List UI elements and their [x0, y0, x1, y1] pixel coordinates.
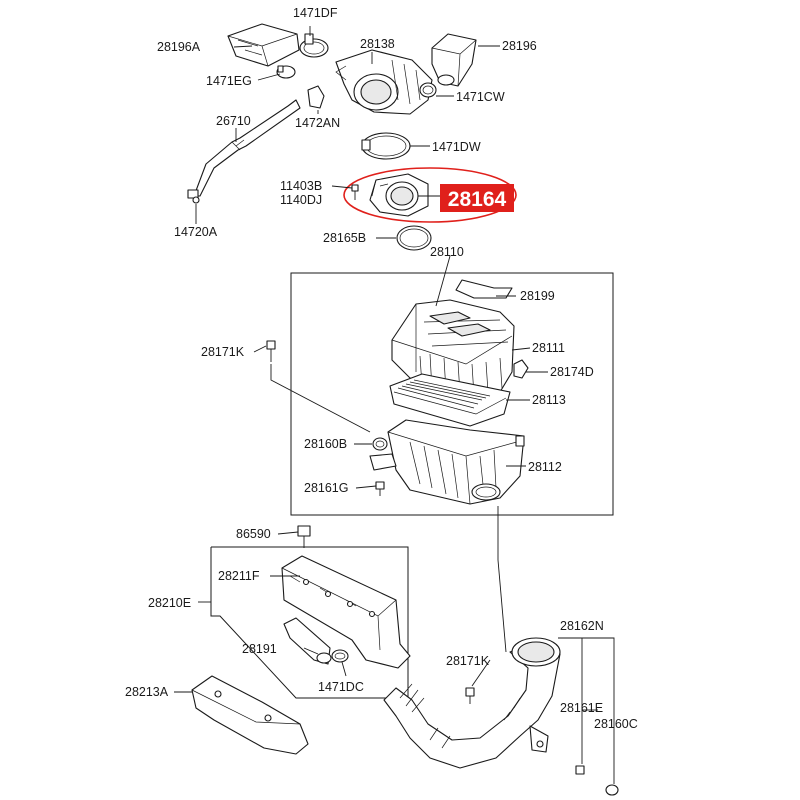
bolt-28171K-bottom[interactable] [465, 687, 475, 704]
highlight-part-number[interactable]: 28164 [448, 188, 507, 211]
highlight-badge [440, 184, 514, 212]
label-1140DJ[interactable]: 1140DJ [280, 193, 322, 207]
label-28112[interactable]: 28112 [528, 460, 562, 474]
label-28160B[interactable]: 28160B [304, 437, 347, 451]
clamp-1471DC[interactable] [331, 649, 349, 663]
intake-duct-28210E[interactable] [281, 555, 411, 669]
label-11403B[interactable]: 11403B [280, 179, 322, 193]
label-28196[interactable]: 28196 [502, 39, 537, 53]
air-cleaner-lower-case-28112[interactable] [387, 419, 525, 505]
label-14720A[interactable]: 14720A [174, 225, 218, 239]
label-1471DC[interactable]: 1471DC [318, 680, 364, 694]
label-28162N[interactable]: 28162N [560, 619, 604, 633]
label-1471EG[interactable]: 1471EG [206, 74, 252, 88]
breather-hose-26710[interactable] [187, 99, 301, 204]
label-28196A[interactable]: 28196A [157, 40, 201, 54]
air-cleaner-assembly-box [290, 272, 614, 516]
clip-86590[interactable] [297, 525, 311, 548]
intake-duct-assembly-box [210, 546, 409, 699]
air-cleaner-cover-28111[interactable] [391, 299, 515, 397]
air-intake-hose-28162N[interactable] [383, 637, 561, 769]
hose-28191[interactable] [283, 617, 332, 665]
label-plate-28199[interactable] [455, 279, 513, 299]
highlighted-part-callout[interactable]: 28164 [418, 184, 514, 212]
clamp-1471CW[interactable] [419, 82, 437, 98]
connector-1472AN[interactable] [307, 85, 325, 109]
label-28174D[interactable]: 28174D [550, 365, 594, 379]
bolt-28161E[interactable] [575, 765, 585, 775]
label-26710[interactable]: 26710 [216, 114, 251, 128]
clamp-1471DF[interactable] [299, 33, 329, 58]
resonator-28196A[interactable] [227, 23, 300, 67]
label-1471DF[interactable]: 1471DF [293, 6, 338, 20]
part-labels: 1471DF 28196A 28138 28196 1471EG 1471CW … [125, 6, 638, 731]
label-28113[interactable]: 28113 [532, 393, 566, 407]
leader-lines [174, 26, 615, 784]
highlight-ring [343, 167, 517, 223]
clamp-1471EG[interactable] [276, 65, 296, 79]
gasket-28165B[interactable] [396, 225, 432, 251]
label-28110[interactable]: 28110 [430, 245, 464, 259]
label-1471CW[interactable]: 1471CW [456, 90, 505, 104]
label-28213A[interactable]: 28213A [125, 685, 169, 699]
label-28191[interactable]: 28191 [242, 642, 277, 656]
label-28111[interactable]: 28111 [532, 341, 565, 355]
label-28171K-bottom[interactable]: 28171K [446, 654, 490, 668]
label-28138[interactable]: 28138 [360, 37, 395, 51]
label-28171K-top[interactable]: 28171K [201, 345, 245, 359]
label-1471DW[interactable]: 1471DW [432, 140, 481, 154]
label-28210E[interactable]: 28210E [148, 596, 191, 610]
label-86590[interactable]: 86590 [236, 527, 271, 541]
label-28165B[interactable]: 28165B [323, 231, 366, 245]
bolt-28161G[interactable] [375, 481, 385, 496]
label-1472AN[interactable]: 1472AN [295, 116, 340, 130]
filter-element-28113[interactable] [389, 373, 511, 427]
bolt-28171K-top[interactable] [266, 340, 276, 362]
grommet-28160C[interactable] [605, 784, 619, 796]
clamp-1471DW[interactable] [361, 132, 411, 160]
label-28161G[interactable]: 28161G [304, 481, 348, 495]
label-28160C[interactable]: 28160C [594, 717, 638, 731]
bracket-28160B [369, 453, 397, 471]
resonator-28196[interactable] [431, 33, 477, 87]
screw-11403B[interactable] [351, 184, 359, 200]
air-flow-sensor-28164[interactable] [369, 173, 429, 217]
clip-28174D[interactable] [513, 359, 529, 379]
grommet-28160B[interactable] [372, 437, 388, 451]
label-28211F[interactable]: 28211F [218, 569, 260, 583]
label-28161E[interactable]: 28161E [560, 701, 603, 715]
label-28199[interactable]: 28199 [520, 289, 555, 303]
intake-hose-28138[interactable] [335, 49, 433, 115]
bracket-28213A[interactable] [191, 675, 309, 755]
